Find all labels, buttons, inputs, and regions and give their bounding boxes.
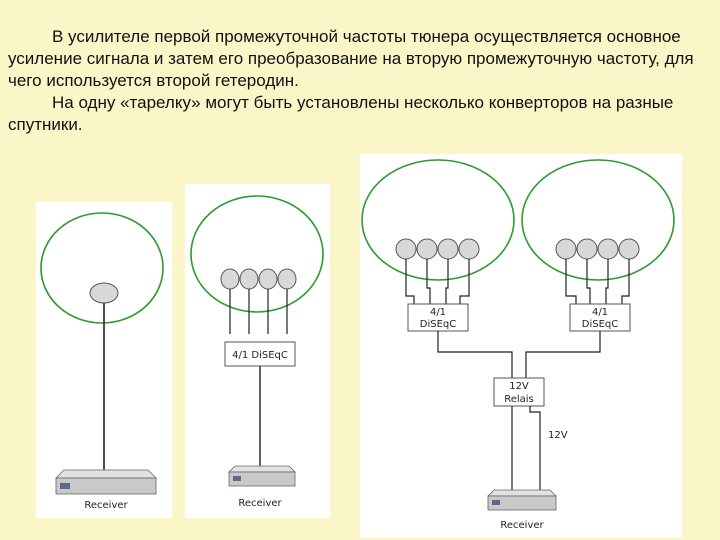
- lnb-icon: [239, 268, 259, 290]
- relais-box: [493, 377, 545, 407]
- voltage-label: 12V: [548, 430, 568, 441]
- lnb-icon: [458, 238, 480, 260]
- dish-outline-left: [361, 159, 515, 281]
- lnb-icon: [618, 238, 640, 260]
- lnb-icon: [437, 238, 459, 260]
- lnb-cables: [405, 259, 630, 304]
- slide-text: В усилителе первой промежуточной частоты…: [8, 26, 708, 136]
- lnb-icon: [416, 238, 438, 260]
- diseqc-to-relais-cables: [437, 331, 601, 378]
- lnb-icon: [89, 282, 119, 304]
- diseqc-right-line1: 4/1: [592, 307, 608, 318]
- receiver-label: Receiver: [500, 520, 544, 531]
- diagram-3-svg: 4/1 DiSEqC 4/1 DiSEqC 12V Relais 12V Rec…: [361, 159, 675, 531]
- lnb-icon: [277, 268, 297, 290]
- dish-outline: [40, 212, 164, 324]
- diseqc-label: 4/1 DiSEqC: [232, 350, 288, 361]
- receiver-icon: [55, 469, 157, 495]
- receiver-label: Receiver: [84, 500, 128, 511]
- diseqc-switch: [224, 341, 296, 367]
- diseqc-left-line2: DiSEqC: [420, 319, 456, 330]
- lnb-icon: [555, 238, 577, 260]
- diagram-4-lnb-diseqc: 4/1 DiSEqC Receiver: [185, 184, 330, 518]
- relais-cables: [511, 406, 541, 492]
- diagram-2-svg: 4/1 DiSEqC Receiver: [190, 195, 324, 509]
- paragraph-1: В усилителе первой промежуточной частоты…: [8, 27, 694, 90]
- receiver-icon: [228, 465, 296, 487]
- lnb-cables: [229, 289, 288, 334]
- relais-line1: 12V: [509, 381, 529, 392]
- dish-outline-right: [521, 159, 675, 281]
- diagram-two-dish-relais: 4/1 DiSEqC 4/1 DiSEqC 12V Relais 12V Rec…: [360, 154, 682, 538]
- receiver-icon: [487, 489, 557, 511]
- lnb-icon: [597, 238, 619, 260]
- lnb-icon: [258, 268, 278, 290]
- diagram-1-svg: Receiver: [40, 212, 164, 511]
- relais-line2: Relais: [504, 394, 534, 405]
- diseqc-left-line1: 4/1: [430, 307, 446, 318]
- diagram-single-lnb: Receiver: [36, 202, 172, 518]
- diseqc-right-line2: DiSEqC: [582, 319, 618, 330]
- dish-outline: [190, 195, 324, 313]
- lnb-icon: [395, 238, 417, 260]
- lnb-icon: [220, 268, 240, 290]
- paragraph-2: На одну «тарелку» могут быть установлены…: [8, 93, 674, 134]
- receiver-label: Receiver: [238, 498, 282, 509]
- lnb-icon: [576, 238, 598, 260]
